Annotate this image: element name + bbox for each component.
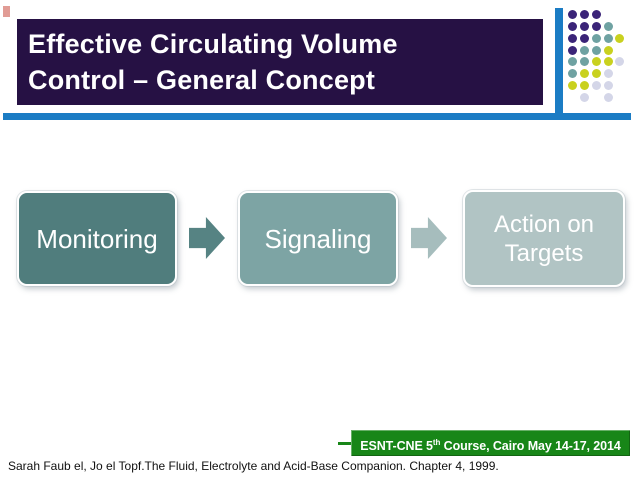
dot [568, 10, 578, 20]
arrow-right-icon [411, 217, 447, 259]
dot [580, 45, 590, 55]
dot [580, 69, 590, 79]
dot [603, 45, 613, 55]
dot [568, 45, 578, 55]
banner-superscript: th [432, 438, 441, 447]
dot [591, 80, 601, 90]
dot [591, 69, 601, 79]
course-banner: ESNT-CNE 5th Course, Cairo May 14-17, 20… [351, 430, 630, 456]
dot [591, 22, 601, 32]
dot [591, 10, 601, 20]
dot [568, 80, 578, 90]
dot [580, 10, 590, 20]
flow-step-label: Monitoring [36, 223, 158, 254]
dot [603, 69, 613, 79]
flow-step-label: Signaling [264, 223, 372, 254]
dot [580, 80, 590, 90]
dot [580, 33, 590, 43]
accent-underline [3, 113, 631, 120]
dot [568, 22, 578, 32]
dot-empty [615, 46, 624, 55]
dot [603, 92, 613, 102]
dot-empty [615, 93, 624, 102]
dot-empty [615, 10, 624, 19]
dot [603, 57, 613, 67]
dot [615, 57, 625, 67]
dot [580, 57, 590, 67]
title-line-1: Effective Circulating Volume [28, 29, 398, 59]
dot-empty [604, 10, 613, 19]
dot [580, 92, 590, 102]
dot-empty [568, 93, 577, 102]
dot-empty [615, 22, 624, 31]
dot [568, 57, 578, 67]
dot [580, 22, 590, 32]
flow-step-monitoring: Monitoring [17, 191, 177, 286]
arrow-right-icon [189, 217, 225, 259]
dot [603, 33, 613, 43]
banner-text: Course, Cairo May 14-17, 2014 [440, 439, 621, 454]
flow-step-action-on-targets: Action on Targets [463, 190, 625, 287]
dots-grid [567, 9, 626, 103]
flow-step-signaling: Signaling [238, 191, 398, 286]
dot [591, 45, 601, 55]
dot-empty [615, 81, 624, 90]
dot [615, 33, 625, 43]
dot-empty [592, 93, 601, 102]
dot [603, 80, 613, 90]
banner-connector-line [338, 442, 351, 445]
dot-empty [615, 69, 624, 78]
accent-vertical-bar [555, 8, 563, 120]
banner-text: ESNT-CNE 5 [360, 439, 433, 454]
flow-step-label: Action on Targets [493, 210, 595, 267]
dot [568, 33, 578, 43]
title-box: Effective Circulating Volume Control – G… [17, 19, 543, 105]
citation-text: Sarah Faub el, Jo el Topf.The Fluid, Ele… [8, 459, 499, 473]
title-line-2: Control – General Concept [28, 65, 376, 95]
dot [591, 33, 601, 43]
dot [568, 69, 578, 79]
red-accent-bar [3, 6, 10, 17]
dot [591, 57, 601, 67]
dot [603, 22, 613, 32]
